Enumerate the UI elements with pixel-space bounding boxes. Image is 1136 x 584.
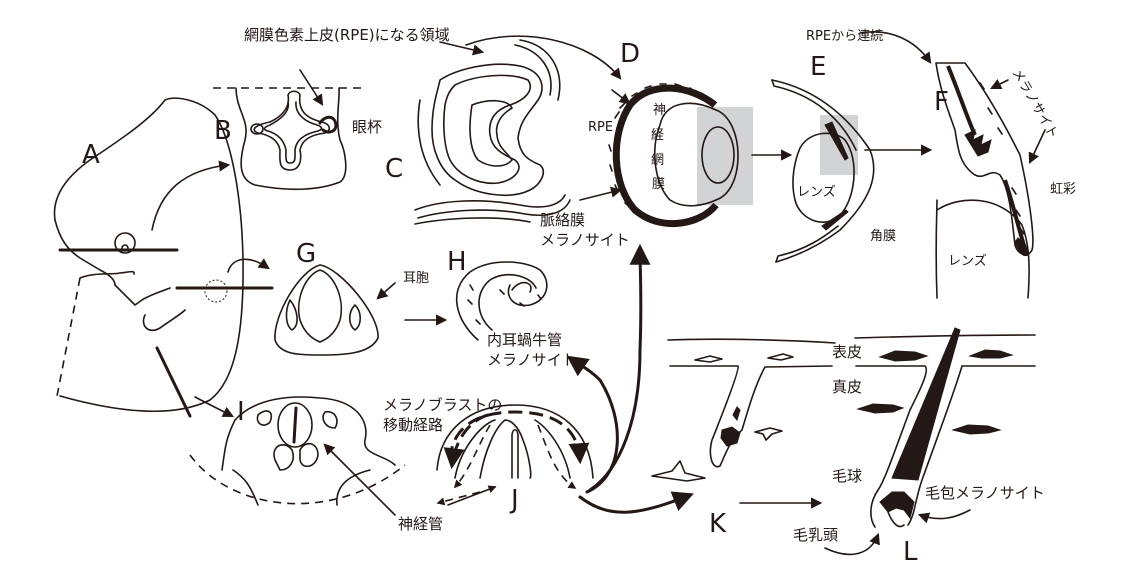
neural-retina-char-3: 網 bbox=[651, 153, 664, 168]
otic-vesicle-label: 耳胞 bbox=[403, 271, 429, 286]
panel-label-h: H bbox=[447, 247, 467, 277]
otic-section-panel-g: G 耳胞 bbox=[274, 239, 448, 356]
neural-crest-panel-j: メラノブラストの 移動経路 J bbox=[383, 243, 694, 515]
panel-label-e: E bbox=[810, 52, 826, 82]
panel-label-i: I bbox=[237, 397, 245, 427]
melanocyte-f-label: メラノサイト bbox=[1009, 67, 1061, 142]
choroid-melanocyte-label: メラノサイト bbox=[540, 231, 630, 249]
cochlear-duct-label: 内耳蝸牛管 bbox=[487, 331, 562, 349]
epidermis-label: 表皮 bbox=[832, 343, 862, 361]
choroid-label: 脈絡膜 bbox=[540, 211, 585, 229]
neural-retina-char-1: 神 bbox=[653, 103, 666, 118]
panel-label-a: A bbox=[82, 140, 100, 170]
optic-cup-panel-b: B 眼杯 網膜色素上皮(RPE)になる領域 bbox=[213, 26, 450, 191]
panel-label-d: D bbox=[620, 39, 640, 69]
migration-route-label-2: 移動経路 bbox=[383, 416, 443, 434]
skin-hair-follicle-panels: K 表皮 真皮 毛球 毛包メラノサイト 毛乳頭 L bbox=[651, 327, 1045, 567]
dermis-label: 真皮 bbox=[832, 378, 862, 396]
iris-label: 虹彩 bbox=[1050, 182, 1076, 197]
neural-retina-char-4: 膜 bbox=[652, 177, 665, 192]
eye-panel-d: D RPE 神 経 網 膜 脈絡膜 メラノサイト bbox=[540, 39, 793, 249]
optic-cup-label: 眼杯 bbox=[352, 118, 382, 136]
highlight-region bbox=[697, 107, 753, 205]
panel-label-l: L bbox=[903, 537, 918, 567]
rpe-region-label: 網膜色素上皮(RPE)になる領域 bbox=[244, 26, 450, 44]
panel-label-k: K bbox=[709, 509, 727, 539]
migration-route-label-1: メラノブラストの bbox=[383, 396, 502, 414]
cornea-label: 角膜 bbox=[870, 229, 896, 244]
developing-eye-panel-c: C bbox=[385, 35, 622, 225]
lens-label-e: レンズ bbox=[797, 184, 836, 200]
choroid-melanocytes bbox=[608, 83, 714, 226]
hair-bulb-label: 毛球 bbox=[832, 467, 862, 485]
neural-tube-label: 神経管 bbox=[398, 515, 443, 533]
cochlea-panel-h: H 内耳蝸牛管 メラノサイト bbox=[447, 247, 577, 369]
rpe-continuous-label: RPEから連続 bbox=[806, 29, 883, 44]
dermal-papilla-label: 毛乳頭 bbox=[793, 526, 838, 544]
neural-retina-char-2: 経 bbox=[651, 128, 664, 143]
embryo-panel-a: A bbox=[53, 97, 274, 418]
panel-label-j: J bbox=[509, 485, 519, 515]
trunk-section-panel-i: I 神経管 bbox=[189, 396, 443, 533]
panel-label-c: C bbox=[385, 154, 403, 184]
panel-label-g: G bbox=[296, 239, 316, 269]
panel-label-f: F bbox=[934, 87, 949, 117]
lens-label-f: レンズ bbox=[948, 253, 987, 269]
panel-label-b: B bbox=[214, 116, 232, 146]
lens-cornea-panel-e: E レンズ 角膜 bbox=[771, 52, 933, 263]
follicle-melanocyte-label: 毛包メラノサイト bbox=[925, 484, 1045, 502]
rpe-label: RPE bbox=[588, 120, 613, 135]
cochlear-melanocyte-label: メラノサイト bbox=[487, 351, 577, 369]
